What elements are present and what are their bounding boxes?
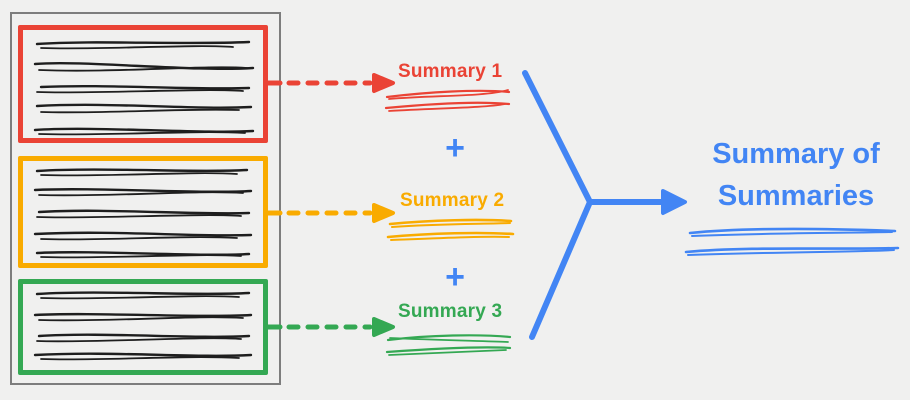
result-scribble-icon [684,227,900,256]
summary-2-scribble-icon [386,218,515,241]
result-title: Summary of Summaries [712,138,880,213]
plus-operator-2: + [445,258,465,296]
dashed-arrow-red-icon [266,73,395,93]
text-scribble-lines-icon [33,40,255,136]
summary-2-label: Summary 2 [400,190,505,211]
summary-3-scribble-icon [385,334,512,356]
summary-3-label: Summary 3 [398,301,503,322]
text-scribble-lines-icon [33,168,253,259]
text-scribble-lines-icon [33,291,253,361]
summary-1-scribble-icon [384,89,511,112]
document-section-2 [18,156,268,268]
dashed-arrow-green-icon [266,317,395,337]
plus-operator-1: + [445,129,465,167]
merge-arrow-icon [522,70,687,340]
document-section-1 [18,25,268,143]
dashed-arrow-orange-icon [266,203,395,223]
source-document-frame [10,12,281,385]
document-section-3 [18,279,268,375]
summary-1-label: Summary 1 [398,61,503,82]
